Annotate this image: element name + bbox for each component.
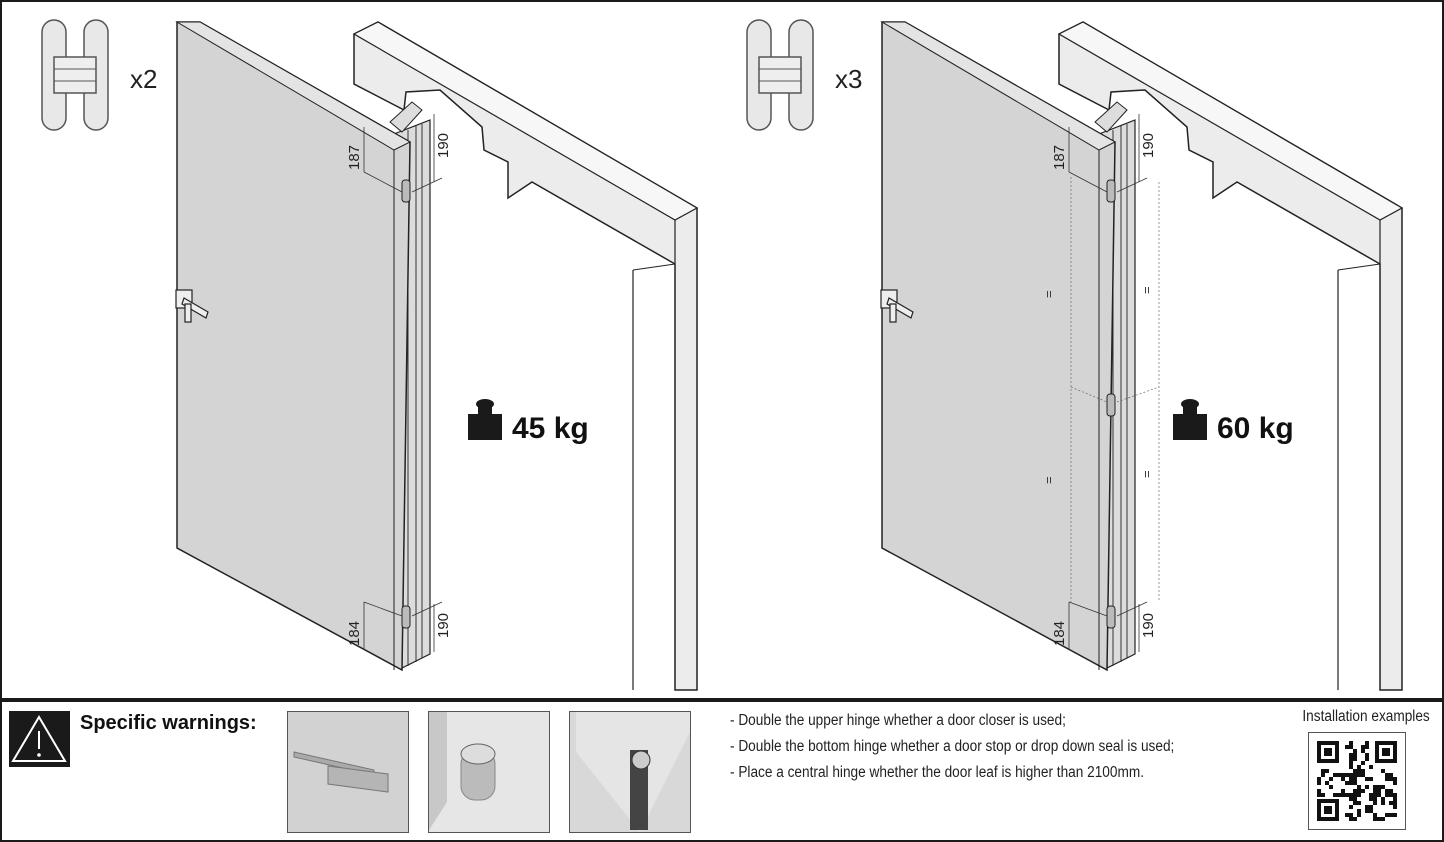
dim-top-leaf: 187 [1051,145,1068,170]
equal-mark: = [1139,470,1154,478]
qr-code[interactable] [1308,732,1406,830]
panel-two-hinges: x2 45 kg 187 190 184 190 [41,19,698,691]
equal-mark: = [1041,290,1056,298]
door-closer-image [287,711,409,833]
door-illustration [880,21,1403,691]
warnings-title: Specific warnings: [80,712,257,734]
central-hinge [1106,393,1116,417]
qr-label: Installation examples [1302,708,1430,725]
dim-bottom-frame: 190 [435,613,452,638]
equal-mark: = [1041,476,1056,484]
door-illustration [175,21,698,691]
dim-bottom-leaf: 184 [346,621,363,646]
weight-icon [468,399,502,440]
diagram-area: x2 45 kg 187 190 184 190 x3 60 kg 187 19… [2,2,1442,702]
dim-top-frame: 190 [435,133,452,158]
hinge-icon [746,19,814,131]
panel-three-hinges: x3 60 kg 187 190 184 190 = = = = [746,19,1403,691]
hinge-count: x3 [835,64,862,94]
dim-top-frame: 190 [1140,133,1157,158]
weight-label: 45 kg [512,412,589,445]
dim-top-leaf: 187 [346,145,363,170]
warnings-section: Specific warnings: - Double the upper hi… [2,702,1442,838]
note: - Place a central hinge whether the door… [730,764,1144,781]
hinge-count: x2 [130,64,157,94]
dim-bottom-leaf: 184 [1051,621,1068,646]
warning-icon [9,711,70,767]
warning-notes: - Double the upper hinge whether a door … [730,708,1174,786]
door-diagrams: x2 45 kg 187 190 184 190 x3 60 kg 187 19… [41,19,1403,691]
weight-icon [1173,399,1207,440]
dim-bottom-frame: 190 [1140,613,1157,638]
drop-down-seal-image [569,711,691,833]
door-stop-image [428,711,550,833]
weight-label: 60 kg [1217,412,1294,445]
equal-mark: = [1139,286,1154,294]
note: - Double the bottom hinge whether a door… [730,738,1175,755]
hinge-icon [41,19,109,131]
note: - Double the upper hinge whether a door … [730,712,1066,729]
